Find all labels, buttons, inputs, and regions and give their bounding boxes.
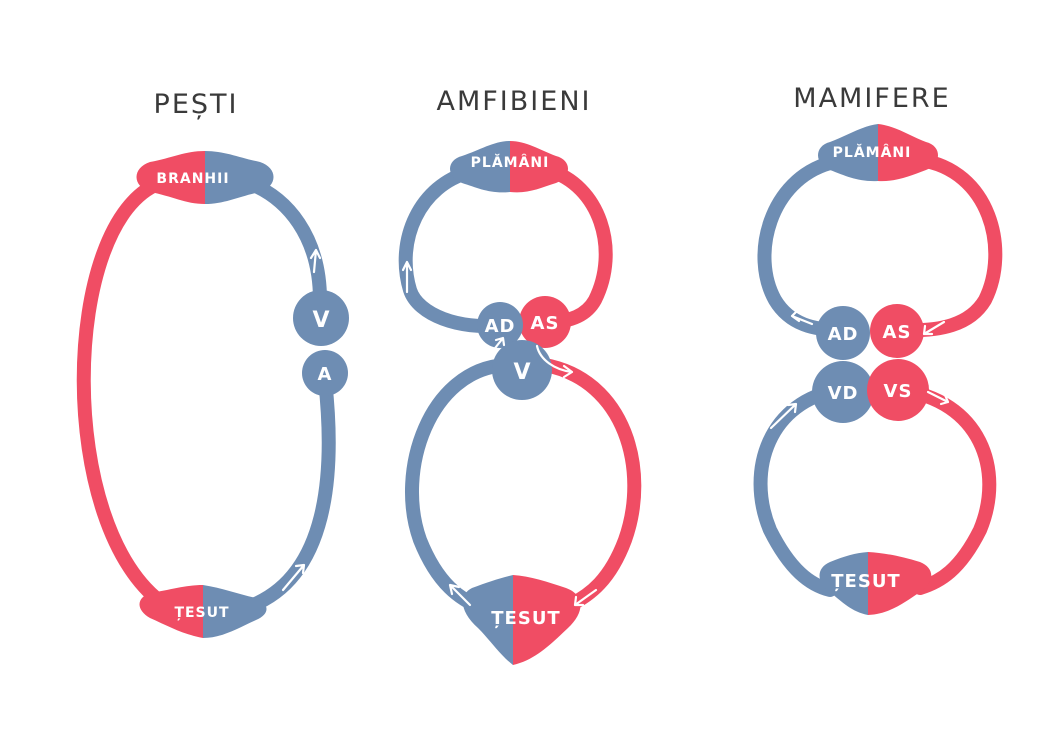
amphibian-lungs-blue xyxy=(450,141,510,193)
amphibian-tissue-blue xyxy=(462,575,513,665)
fish-diagram: PEȘTI BRANHII V A ȚESUT xyxy=(76,89,349,638)
fish-gills-label: BRANHII xyxy=(156,171,229,187)
mammal-left-atrium-label: AS xyxy=(883,322,912,343)
amphibian-tissue-red xyxy=(513,575,581,665)
fish-deoxygenated-vessel-lower xyxy=(238,373,336,615)
fish-deoxygenated-vessel-upper xyxy=(233,173,327,307)
amphibian-pulmonary-blue xyxy=(398,165,507,333)
fish-gills-red xyxy=(136,151,205,204)
mammal-tissue-blue xyxy=(819,552,868,615)
amphibian-diagram: AMFIBIENI PLĂMÂNI AS AD V ȚESUT xyxy=(398,86,642,665)
mammal-right-ventricle xyxy=(812,361,874,423)
amphibian-arrow-into-ad xyxy=(490,336,506,354)
mammal-arrow-into-ad xyxy=(790,309,814,326)
amphibian-arrow-tissue-left xyxy=(448,583,472,607)
amphibian-arrow-out-v xyxy=(535,344,574,379)
amphibian-ventricle-label: V xyxy=(513,360,530,385)
fish-atrium xyxy=(302,350,348,396)
fish-arrow-left-down xyxy=(95,538,111,567)
mammal-pulmonary-blue xyxy=(757,156,847,337)
mammal-arrow-vd-up xyxy=(769,402,798,430)
mammal-arrow-vs-out xyxy=(926,390,950,406)
fish-atrium-label: A xyxy=(318,364,333,385)
mammal-lungs-label: PLĂMÂNI xyxy=(833,143,912,161)
mammal-right-ventricle-label: VD xyxy=(828,383,859,404)
mammal-pulmonary-red xyxy=(893,153,1003,338)
mammal-tissue-label: ȚESUT xyxy=(831,571,900,592)
amphibian-arrow-into-as xyxy=(566,290,590,308)
mammal-left-atrium xyxy=(870,304,924,358)
mammal-arrow-into-as xyxy=(922,320,946,336)
mammal-left-ventricle-label: VS xyxy=(884,381,913,402)
fish-tissue-blue xyxy=(203,585,267,638)
mammal-right-atrium xyxy=(816,306,870,360)
amphibian-right-atrium-label: AD xyxy=(485,316,516,337)
amphibian-arrow-up-left xyxy=(401,260,413,294)
amphibian-right-atrium xyxy=(477,302,523,348)
fish-gills-blue xyxy=(205,151,274,204)
amphibian-left-atrium-label: AS xyxy=(531,313,560,334)
amphibian-systemic-red xyxy=(538,358,642,612)
amphibian-title: AMFIBIENI xyxy=(437,86,592,117)
fish-arrow-right-up xyxy=(281,563,306,592)
fish-arrow-up xyxy=(309,248,322,274)
mammal-systemic-red xyxy=(893,383,997,595)
amphibian-arrow-tissue-right xyxy=(573,588,598,607)
mammal-left-ventricle xyxy=(867,359,929,421)
fish-oxygenated-vessel xyxy=(76,176,172,612)
fish-title: PEȘTI xyxy=(154,89,239,120)
mammal-title: MAMIFERE xyxy=(793,83,950,114)
mammal-lungs-red xyxy=(878,124,938,182)
mammal-diagram: MAMIFERE PLĂMÂNI AD AS VD VS ȚESUT xyxy=(753,83,1003,615)
fish-ventricle-label: V xyxy=(312,308,329,333)
fish-ventricle xyxy=(293,290,349,346)
amphibian-left-atrium xyxy=(519,296,571,348)
mammal-tissue-red xyxy=(868,552,932,615)
fish-tissue-red xyxy=(139,585,203,638)
amphibian-lungs-label: PLĂMÂNI xyxy=(471,153,550,171)
mammal-systemic-blue xyxy=(753,383,847,597)
mammal-right-atrium-label: AD xyxy=(828,324,859,345)
amphibian-ventricle xyxy=(492,340,552,400)
amphibian-tissue-label: ȚESUT xyxy=(491,608,560,629)
mammal-lungs-blue xyxy=(818,124,878,182)
fish-tissue-label: ȚESUT xyxy=(174,605,229,621)
amphibian-systemic-blue xyxy=(405,358,512,615)
amphibian-lungs-red xyxy=(510,141,568,193)
